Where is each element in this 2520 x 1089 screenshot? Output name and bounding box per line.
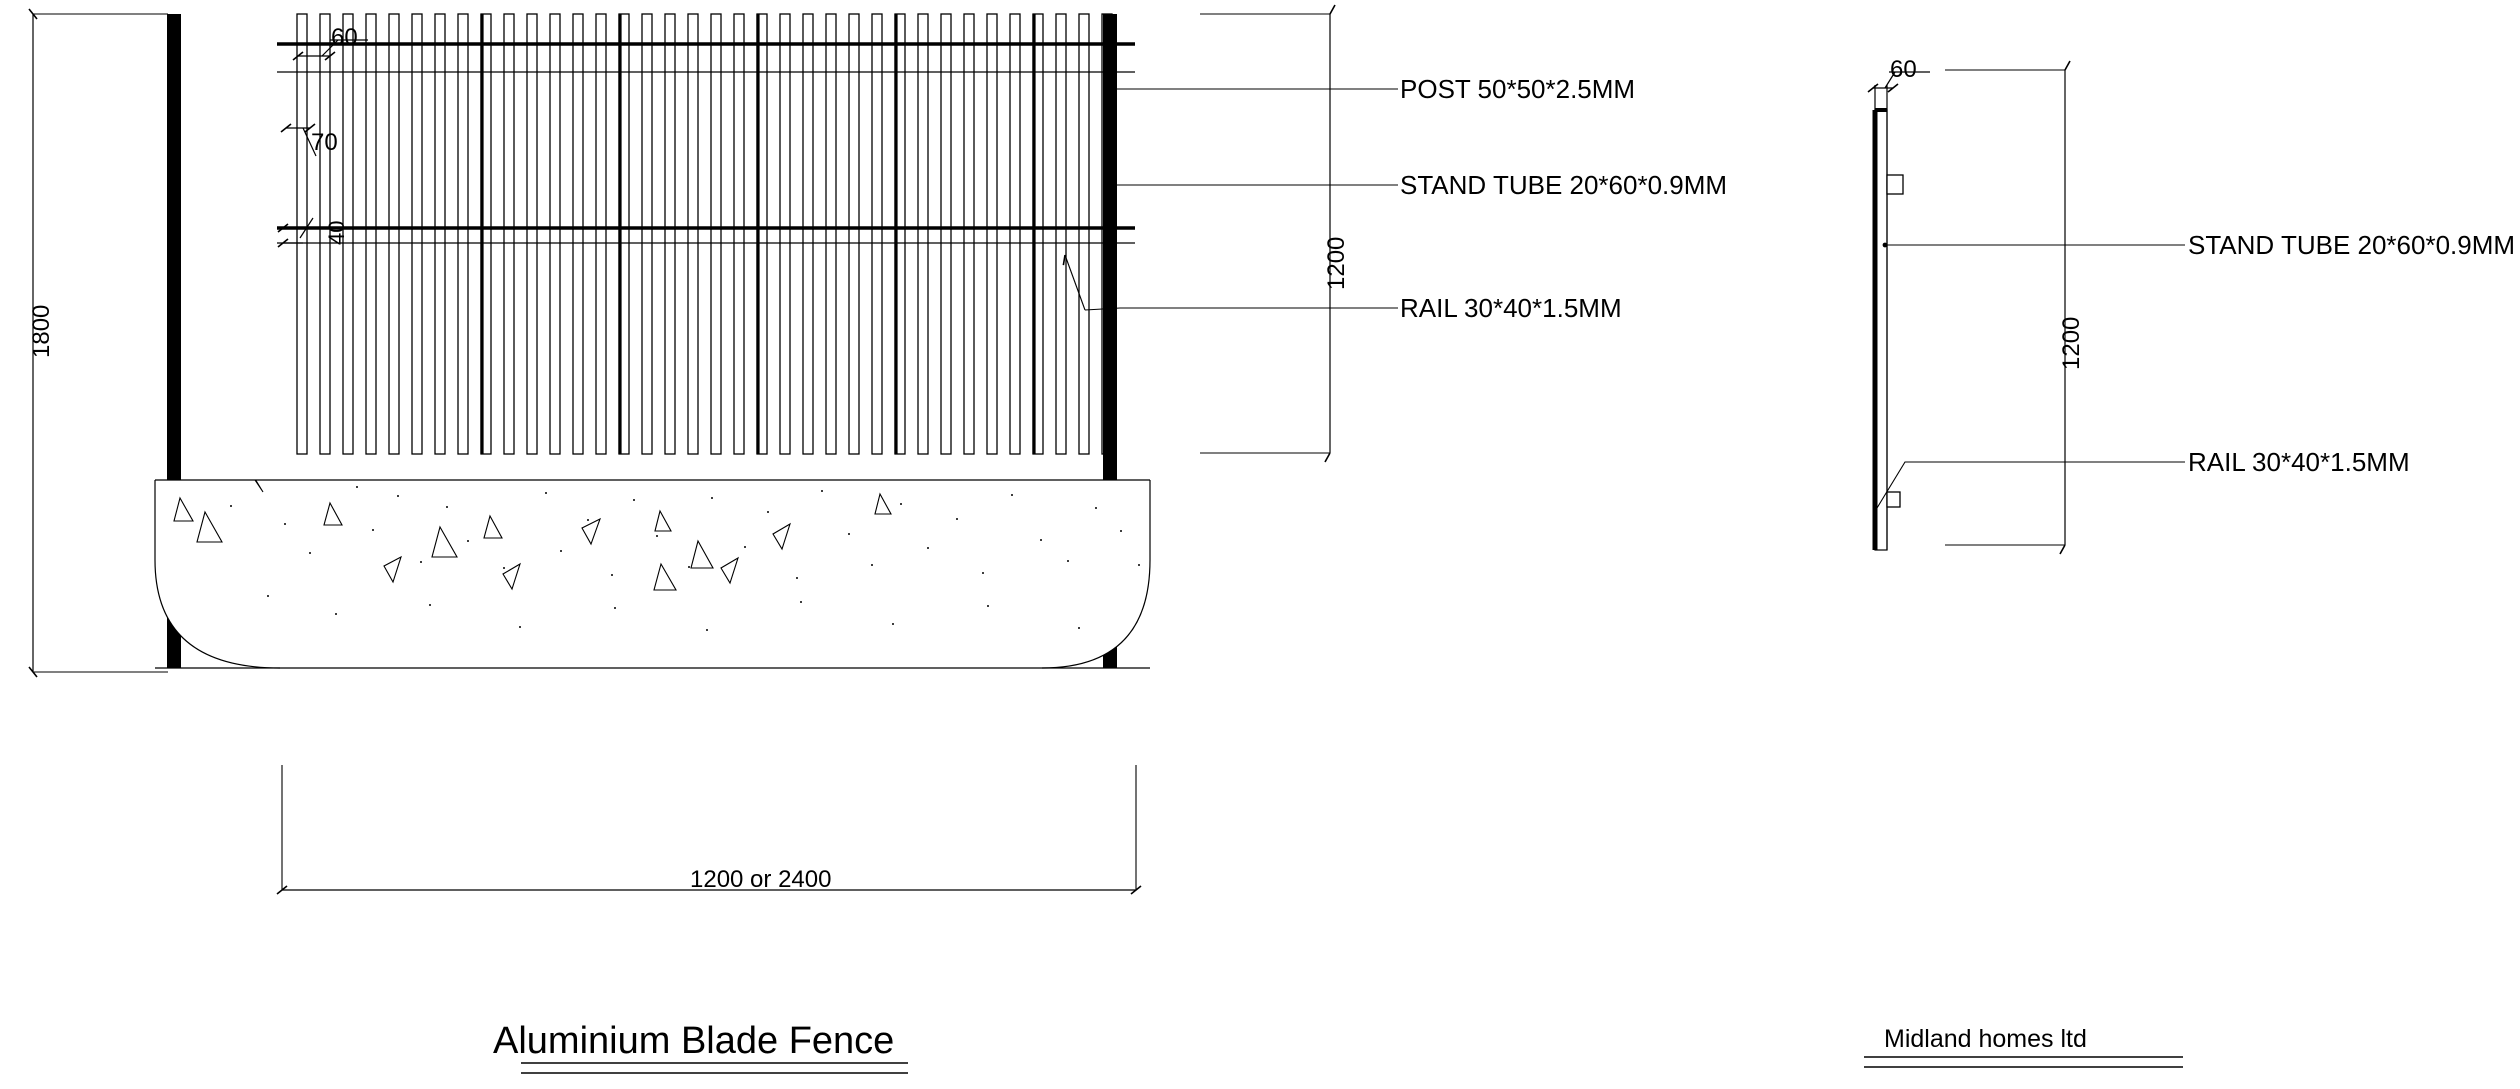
dim-label-fence-height: 1200 <box>1323 236 1350 290</box>
rail-bottom <box>277 226 1135 244</box>
concrete-speckle <box>230 486 1140 631</box>
side-view-foot-bracket <box>1886 491 1901 508</box>
dim-label-blade-width: 60 <box>331 24 358 51</box>
concrete-hatch <box>173 480 892 591</box>
concrete-footing <box>154 479 1151 669</box>
company-underline <box>1864 1056 2183 1068</box>
callout-side-stand-tube: STAND TUBE 20*60*0.9MM <box>2188 230 2516 260</box>
dim-panel-width <box>276 765 1142 895</box>
dim-rail-40 <box>277 217 314 248</box>
dim-top-offset-70 <box>280 123 317 157</box>
callout-rail: RAIL 30*40*1.5MM <box>1400 293 1622 323</box>
dim-side-height-1200 <box>1945 60 2071 555</box>
rail-top <box>277 42 1135 73</box>
dim-label-panel-width: 1200 or 2400 <box>690 866 832 893</box>
callout-stand-tube: STAND TUBE 20*60*0.9MM <box>1400 170 1728 200</box>
dim-label-side-blade-depth: 60 <box>1890 56 1917 83</box>
dim-fence-height-1200 <box>1200 4 1336 463</box>
side-view-bracket <box>1886 174 1904 195</box>
dim-label-top-offset: 70 <box>311 129 338 156</box>
title-underline <box>521 1062 908 1074</box>
dim-side-blade-60 <box>1867 71 1930 93</box>
leader-rail <box>1062 254 1398 311</box>
leader-side-rail <box>1876 461 2185 509</box>
blade-group <box>296 13 1113 455</box>
side-view-blade <box>1872 85 1888 551</box>
dim-overall-height-1800 <box>28 8 168 678</box>
company-name: Midland homes ltd <box>1884 1025 2087 1053</box>
dim-blade-width-60 <box>292 39 368 61</box>
callout-side-rail: RAIL 30*40*1.5MM <box>2188 447 2410 477</box>
dim-label-overall-height: 1800 <box>28 304 55 358</box>
drawing-title: Aluminium Blade Fence <box>493 1020 895 1062</box>
dim-label-rail-40: 40 <box>324 220 349 245</box>
callout-post: POST 50*50*2.5MM <box>1400 74 1636 104</box>
dim-label-side-height: 1200 <box>2058 316 2085 370</box>
